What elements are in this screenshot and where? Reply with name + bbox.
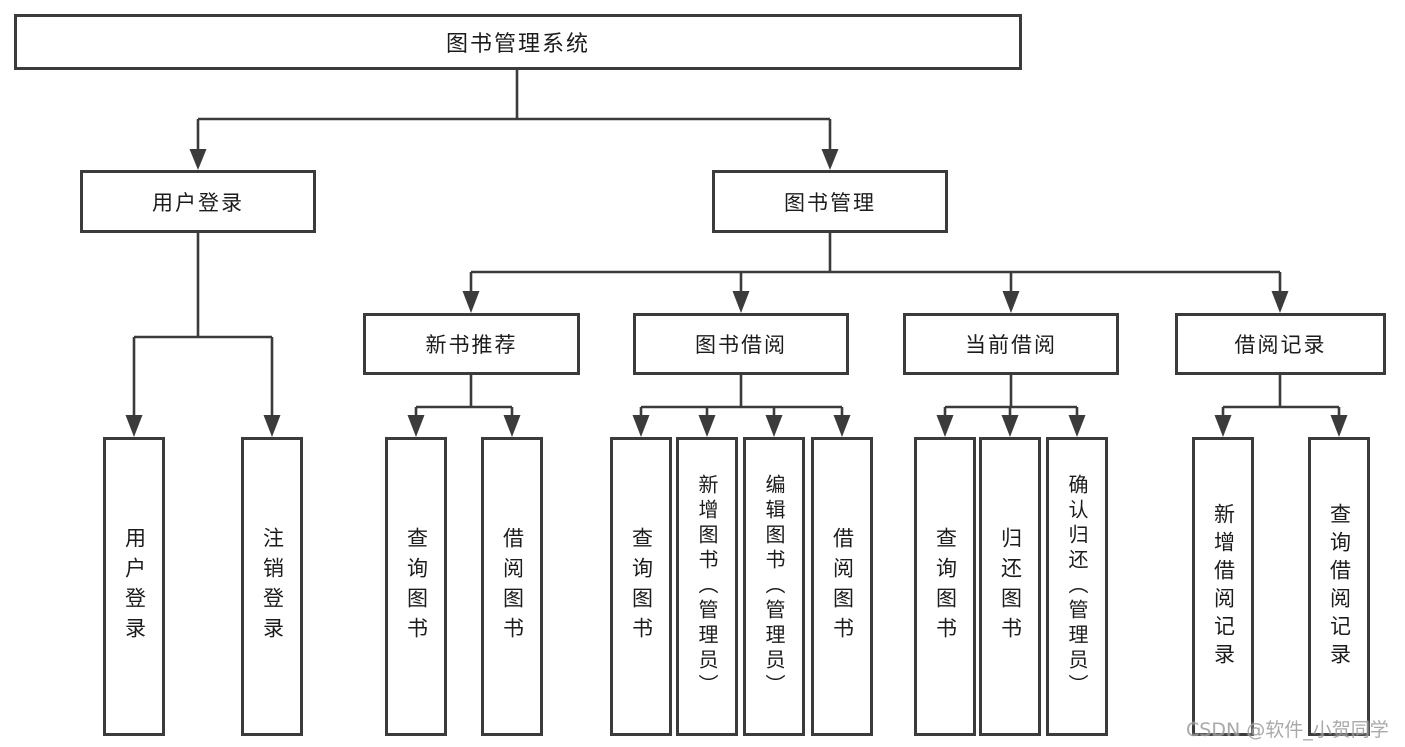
leaf-borrow-books-recommend: 借阅图书: [481, 437, 543, 736]
leaf-edit-books-admin: 编辑图书（管理员）: [743, 437, 805, 736]
node-new-book-recommend: 新书推荐: [363, 313, 580, 375]
leaf-query-books-borrow: 查询图书: [610, 437, 672, 736]
edge-book-borrow-children: [639, 375, 844, 418]
edge-book-mgmt-children: [469, 233, 1282, 294]
node-new-book-recommend-label: 新书推荐: [425, 333, 518, 357]
leaf-user-login-label: 用户登录: [122, 526, 147, 647]
node-book-management-label: 图书管理: [784, 190, 876, 215]
leaf-borrow-books-label: 借阅图书: [830, 526, 855, 647]
leaf-logout: 注销登录: [241, 437, 303, 736]
csdn-watermark: CSDN @软件_小贺同学: [1186, 719, 1389, 741]
leaf-logout-label: 注销登录: [260, 526, 285, 647]
node-current-borrowing-label: 当前借阅: [965, 333, 1057, 357]
leaf-return-books-label: 归还图书: [998, 526, 1023, 647]
leaf-query-books-recommend: 查询图书: [385, 437, 447, 736]
node-user-login: 用户登录: [80, 170, 316, 233]
leaf-confirm-return-admin-label: 确认归还（管理员）: [1065, 474, 1089, 699]
node-current-borrowing: 当前借阅: [903, 313, 1119, 375]
leaf-query-borrow-record-label: 查询借阅记录: [1327, 502, 1352, 671]
leaf-query-books-current: 查询图书: [914, 437, 976, 736]
leaf-query-books-current-label: 查询图书: [933, 526, 958, 647]
leaf-borrow-books-recommend-label: 借阅图书: [500, 526, 525, 647]
edge-root-to-level2: [196, 69, 832, 152]
node-book-borrowing-label: 图书借阅: [695, 333, 787, 357]
node-book-management: 图书管理: [712, 170, 948, 233]
leaf-add-books-admin-label: 新增图书（管理员）: [695, 474, 719, 699]
leaf-query-borrow-record: 查询借阅记录: [1308, 437, 1370, 736]
leaf-edit-books-admin-label: 编辑图书（管理员）: [762, 474, 786, 699]
leaf-return-books: 归还图书: [979, 437, 1041, 736]
leaf-add-borrow-record-label: 新增借阅记录: [1211, 502, 1236, 671]
edge-current-borrow-children: [943, 375, 1079, 418]
leaf-user-login: 用户登录: [103, 437, 165, 736]
leaf-add-borrow-record: 新增借阅记录: [1192, 437, 1254, 736]
node-system-root-label: 图书管理系统: [445, 32, 590, 57]
edge-user-login-children: [132, 233, 274, 418]
node-borrowing-records: 借阅记录: [1175, 313, 1386, 375]
leaf-add-books-admin: 新增图书（管理员）: [676, 437, 738, 736]
leaf-query-books-borrow-label: 查询图书: [629, 526, 654, 647]
node-user-login-label: 用户登录: [152, 190, 244, 215]
node-system-root: 图书管理系统: [14, 14, 1022, 70]
node-book-borrowing: 图书借阅: [633, 313, 849, 375]
arrowheads: [125, 149, 1348, 437]
node-borrowing-records-label: 借阅记录: [1234, 333, 1327, 357]
edge-borrow-records-children: [1221, 375, 1341, 418]
leaf-confirm-return-admin: 确认归还（管理员）: [1046, 437, 1108, 736]
leaf-query-books-recommend-label: 查询图书: [404, 526, 429, 647]
leaf-borrow-books: 借阅图书: [811, 437, 873, 736]
edge-new-book-children: [414, 375, 514, 418]
